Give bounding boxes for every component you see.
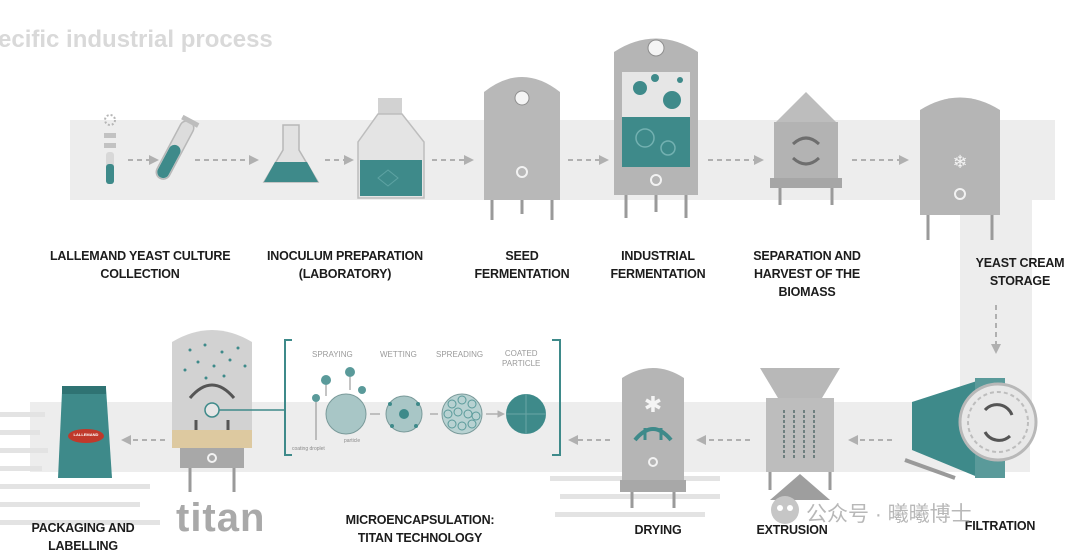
label-separation: SEPARATION AND HARVEST OF THE BIOMASS <box>742 247 872 301</box>
seed-fermenter-icon <box>484 77 560 220</box>
label-line: SEPARATION AND <box>753 249 861 263</box>
rotary-filter-icon <box>904 378 1038 480</box>
stage-coated-particle: COATED PARTICLE <box>502 349 540 369</box>
label-line: EXTRUSION <box>756 523 828 537</box>
label-yeast-cream-storage: YEAST CREAM STORAGE <box>970 254 1070 290</box>
label-line: MICROENCAPSULATION: <box>345 513 495 527</box>
svg-text:❄: ❄ <box>952 152 967 173</box>
flow-arrows <box>121 155 1001 445</box>
label-packaging: PACKAGING AND LABELLING <box>28 519 138 555</box>
label-line: BIOMASS <box>778 285 836 299</box>
stage-spreading: SPREADING <box>436 350 484 359</box>
label-seed-fermentation: SEED FERMENTATION <box>462 247 582 283</box>
dryer-icon: ✱ <box>620 368 686 508</box>
separator-icon <box>770 92 842 205</box>
stage-line: PARTICLE <box>502 359 541 368</box>
faded-title: ecific industrial process <box>0 26 273 53</box>
label-line: TITAN TECHNOLOGY <box>357 531 483 545</box>
label-yeast-culture: LALLEMAND YEAST CULTURE COLLECTION <box>50 247 231 283</box>
industrial-fermenter-icon <box>614 38 698 218</box>
label-line: HARVEST OF THE <box>753 267 860 281</box>
label-extrusion: EXTRUSION <box>742 521 842 539</box>
titan-tower-icon <box>172 330 285 492</box>
culture-tube-icon <box>104 114 116 184</box>
stage-wetting: WETTING <box>380 350 417 359</box>
bag-brand-label: LALLEMAND <box>73 432 99 437</box>
watermark-text: 公众号 · 曦曦博士 <box>806 503 972 526</box>
label-line: (LABORATORY) <box>298 267 392 281</box>
label-inoculum: INOCULUM PREPARATION (LABORATORY) <box>255 247 435 283</box>
stage-spraying: SPRAYING <box>312 350 353 359</box>
label-drying: DRYING <box>608 521 708 539</box>
label-line: SEED <box>505 249 539 263</box>
coating-droplet-label: coating droplet <box>292 446 325 452</box>
particle-label: particle <box>344 438 361 444</box>
label-line: FERMENTATION <box>610 267 706 281</box>
label-line: PACKAGING AND <box>31 521 135 535</box>
label-line: LABELLING <box>48 539 118 553</box>
label-line: FERMENTATION <box>474 267 570 281</box>
titan-logo: titan <box>176 496 266 540</box>
label-filtration: FILTRATION <box>950 517 1050 535</box>
svg-text:✱: ✱ <box>644 393 662 418</box>
label-line: FILTRATION <box>964 519 1036 533</box>
label-line: LALLEMAND YEAST CULTURE <box>50 249 231 263</box>
watermark-logo-icon <box>771 496 799 524</box>
label-line: YEAST CREAM <box>975 256 1065 270</box>
test-tube-icon <box>155 114 200 180</box>
flask-icon <box>262 124 320 183</box>
label-line: DRYING <box>634 523 682 537</box>
label-microencapsulation: MICROENCAPSULATION: TITAN TECHNOLOGY <box>335 511 505 547</box>
extruder-icon <box>760 368 840 500</box>
label-line: INOCULUM PREPARATION <box>267 249 423 263</box>
microencapsulation-panel <box>284 339 561 456</box>
label-line: COLLECTION <box>100 267 180 281</box>
label-industrial-fermentation: INDUSTRIAL FERMENTATION <box>598 247 718 283</box>
stage-line: COATED <box>504 349 538 358</box>
packaging-bag-icon <box>58 386 112 478</box>
label-line: STORAGE <box>989 274 1051 288</box>
label-line: INDUSTRIAL <box>621 249 695 263</box>
bottle-icon <box>357 98 425 199</box>
storage-tank-icon: ❄ <box>920 97 1000 240</box>
